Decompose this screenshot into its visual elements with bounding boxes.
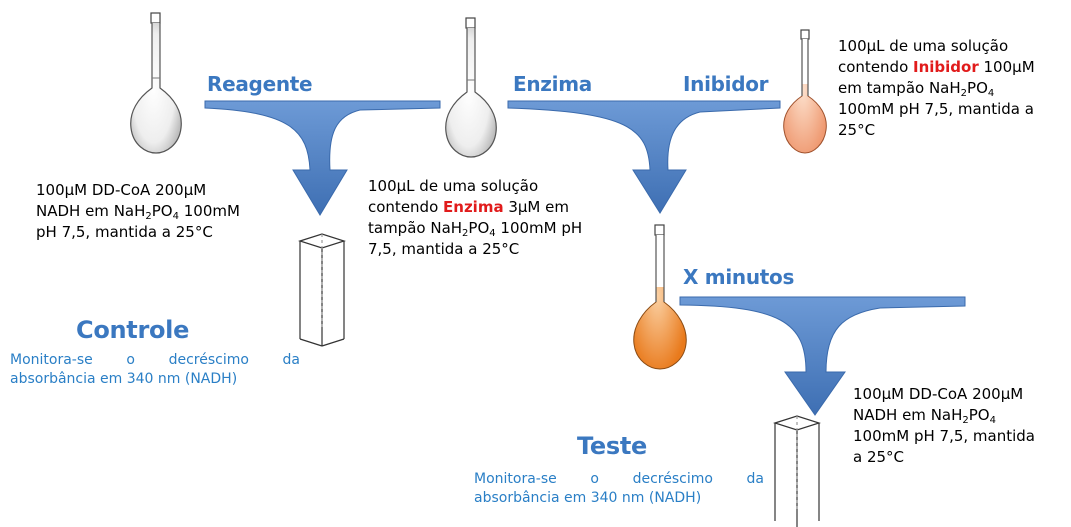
label-x-minutos: X minutos — [683, 265, 795, 289]
arrow-reagente — [204, 100, 441, 216]
reagente-description: 100μM DD-CoA 200μM NADH em NaH2PO4 100mM… — [36, 181, 240, 241]
label-reagente: Reagente — [207, 72, 313, 96]
teste-reagente-description: 100μM DD-CoA 200μM NADH em NaH2PO4 100mM… — [853, 385, 1035, 466]
flask-mix-icon — [633, 224, 687, 370]
label-enzima: Enzima — [513, 72, 592, 96]
label-inibidor: Inibidor — [683, 72, 769, 96]
cuvette-controle-icon — [298, 233, 346, 347]
arrow-x-minutos — [679, 296, 966, 416]
arrow-enzima — [507, 100, 781, 214]
teste-description: Monitora-se o decréscimo da absorbância … — [474, 471, 764, 506]
flask-reagente-icon — [130, 12, 182, 154]
flask-enzima-icon — [445, 17, 497, 158]
controle-description: Monitora-se o decréscimo da absorbância … — [10, 352, 300, 387]
flask-inibidor-icon — [783, 29, 827, 154]
inibidor-description: 100μL de uma solução contendo Inibidor 1… — [838, 37, 1035, 139]
label-controle: Controle — [76, 316, 190, 344]
cuvette-teste-icon — [773, 415, 821, 527]
label-teste: Teste — [577, 432, 647, 460]
enzima-description: 100μL de uma solução contendo Enzima 3μM… — [368, 177, 583, 258]
